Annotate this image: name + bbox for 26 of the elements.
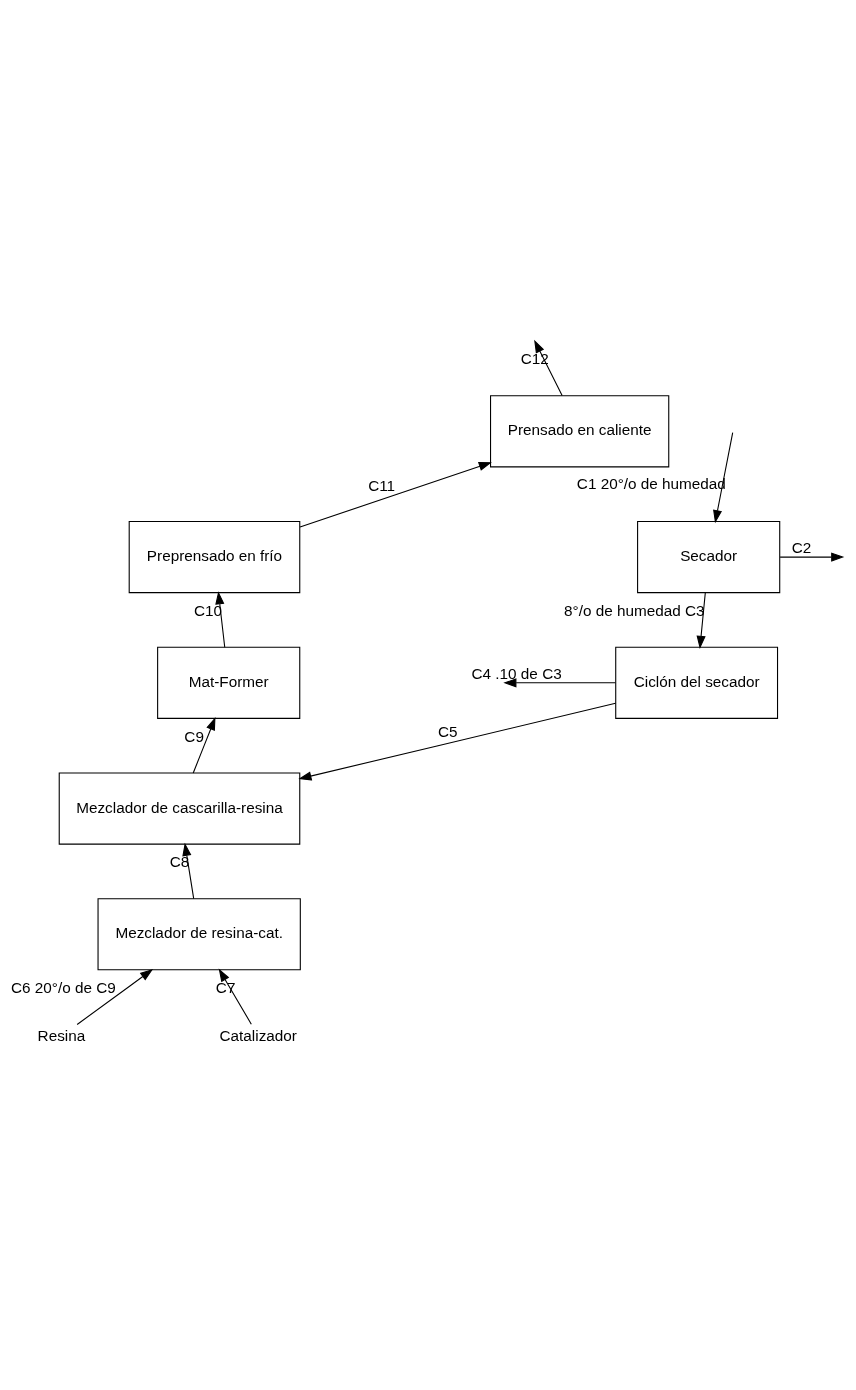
edge-label: C9 <box>184 727 204 745</box>
arrow <box>503 678 616 688</box>
edge-label: C1 20°/o de humedad <box>576 475 726 493</box>
arrow <box>182 842 195 900</box>
arrow <box>76 969 154 1025</box>
arrow <box>298 702 617 781</box>
edge-label: C5 <box>438 722 458 740</box>
edge-label: C6 20°/o de C9 <box>10 979 116 997</box>
arrow <box>779 552 845 562</box>
arrow <box>192 717 216 774</box>
edge-label: C2 <box>791 538 812 556</box>
edge-label: C11 <box>368 476 396 494</box>
node-box: Mezclador de resina-cat. <box>97 898 301 971</box>
node-text: Resina <box>37 1027 86 1045</box>
edge-label: C4 .10 de C3 <box>471 664 562 682</box>
node-box: Prensado en caliente <box>490 395 670 468</box>
node-text: Catalizador <box>219 1027 297 1045</box>
node-box: Mezclador de cascarilla-resina <box>58 772 301 845</box>
node-box: Ciclón del secador <box>615 646 779 719</box>
node-box: Secador <box>637 521 781 594</box>
node-box: Mat-Former <box>157 646 301 719</box>
arrow <box>696 592 706 649</box>
arrow <box>215 591 226 648</box>
arrow <box>713 432 734 524</box>
arrow <box>299 462 492 528</box>
node-box: Preprensado en frío <box>128 521 301 594</box>
